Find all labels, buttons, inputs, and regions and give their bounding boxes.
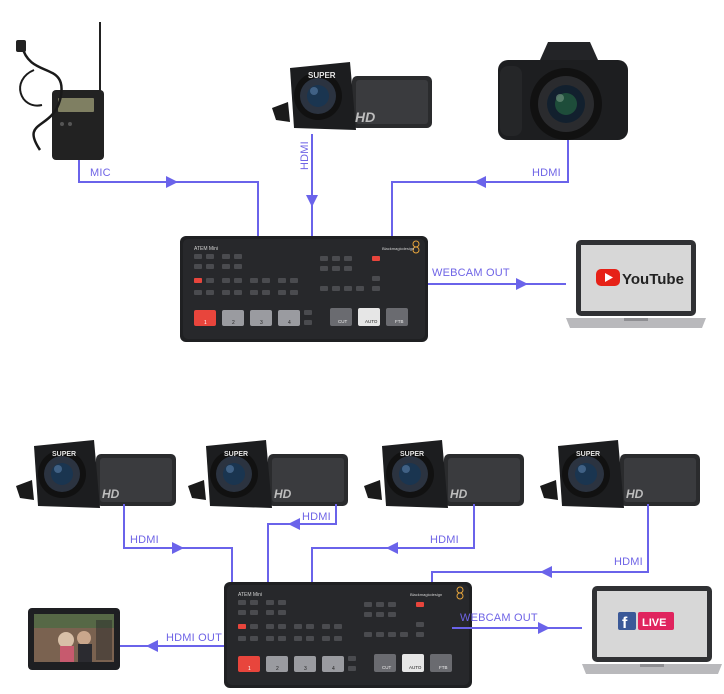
switcher-bottom-cut: CUT: [382, 665, 391, 670]
facebook-logo-icon: [618, 612, 636, 630]
switcher-bottom-button-4: 4: [332, 666, 335, 672]
camcorder-2-hd: HD: [274, 487, 292, 501]
switcher-bottom-button-2: 2: [276, 666, 279, 672]
camcorder-bottom-3: [364, 440, 524, 508]
label-webcam-out-bottom: WEBCAM OUT: [460, 612, 538, 624]
label-webcam-out-top: WEBCAM OUT: [432, 267, 510, 279]
camcorder-3-badge: SUPER: [400, 451, 424, 458]
switcher-bottom-brand: Blackmagicdesign: [410, 592, 442, 597]
live-badge: [638, 612, 674, 630]
switcher-top-ftb: FTB: [395, 319, 404, 324]
switcher-bottom-button-1: 1: [248, 666, 251, 672]
wireless-mic-device: [16, 22, 104, 160]
switcher-top-auto: AUTO: [365, 319, 378, 324]
camcorder-4-badge: SUPER: [576, 451, 600, 458]
facebook-letter: f: [622, 615, 628, 632]
label-hdmi-bottom-2: HDMI: [302, 511, 331, 523]
switcher-top-button-2: 2: [232, 320, 235, 326]
bottom-connections: [120, 504, 649, 652]
label-hdmi-camcorder-top: HDMI: [299, 141, 311, 170]
switcher-top-button-4: 4: [288, 320, 291, 326]
camcorder-bottom-2: [188, 440, 348, 508]
label-hdmi-bottom-1: HDMI: [130, 534, 159, 546]
label-hdmi-camera: HDMI: [532, 167, 561, 179]
camcorder-2-badge: SUPER: [224, 451, 248, 458]
camcorder-3-hd: HD: [450, 487, 468, 501]
youtube-wordmark: YouTube: [622, 271, 684, 288]
switcher-top-brand: Blackmagicdesign: [382, 246, 414, 251]
camcorder-1-badge: SUPER: [52, 451, 76, 458]
label-hdmi-bottom-3: HDMI: [430, 534, 459, 546]
label-mic: MIC: [90, 167, 111, 179]
laptop-youtube: [566, 240, 706, 328]
label-hdmi-out: HDMI OUT: [166, 632, 222, 644]
laptop-facebook: [582, 586, 722, 674]
facebook-live-label: LIVE: [642, 617, 666, 629]
camcorder-1-hd: HD: [102, 487, 120, 501]
camcorder-bottom-4: [540, 440, 700, 508]
switcher-bottom-model: ATEM Mini: [238, 592, 262, 598]
switcher-top-cut: CUT: [338, 319, 347, 324]
camcorder-bottom-1: [16, 440, 176, 508]
dslr-camera: [498, 42, 628, 140]
switcher-bottom-button-3: 3: [304, 666, 307, 672]
switcher-top-button-3: 3: [260, 320, 263, 326]
switcher-bottom-auto: AUTO: [409, 665, 422, 670]
switcher-bottom-ftb: FTB: [439, 665, 448, 670]
hdmi-monitor: [28, 608, 120, 670]
camcorder-top: [272, 62, 432, 130]
label-hdmi-bottom-4: HDMI: [614, 556, 643, 568]
top-connections: [78, 134, 569, 290]
camcorder-4-hd: HD: [626, 487, 644, 501]
switcher-top-button-1: 1: [204, 320, 207, 326]
switcher-top-model: ATEM Mini: [194, 246, 218, 252]
camcorder-badge: SUPER: [308, 71, 336, 80]
camcorder-hd-mark: HD: [355, 109, 375, 125]
